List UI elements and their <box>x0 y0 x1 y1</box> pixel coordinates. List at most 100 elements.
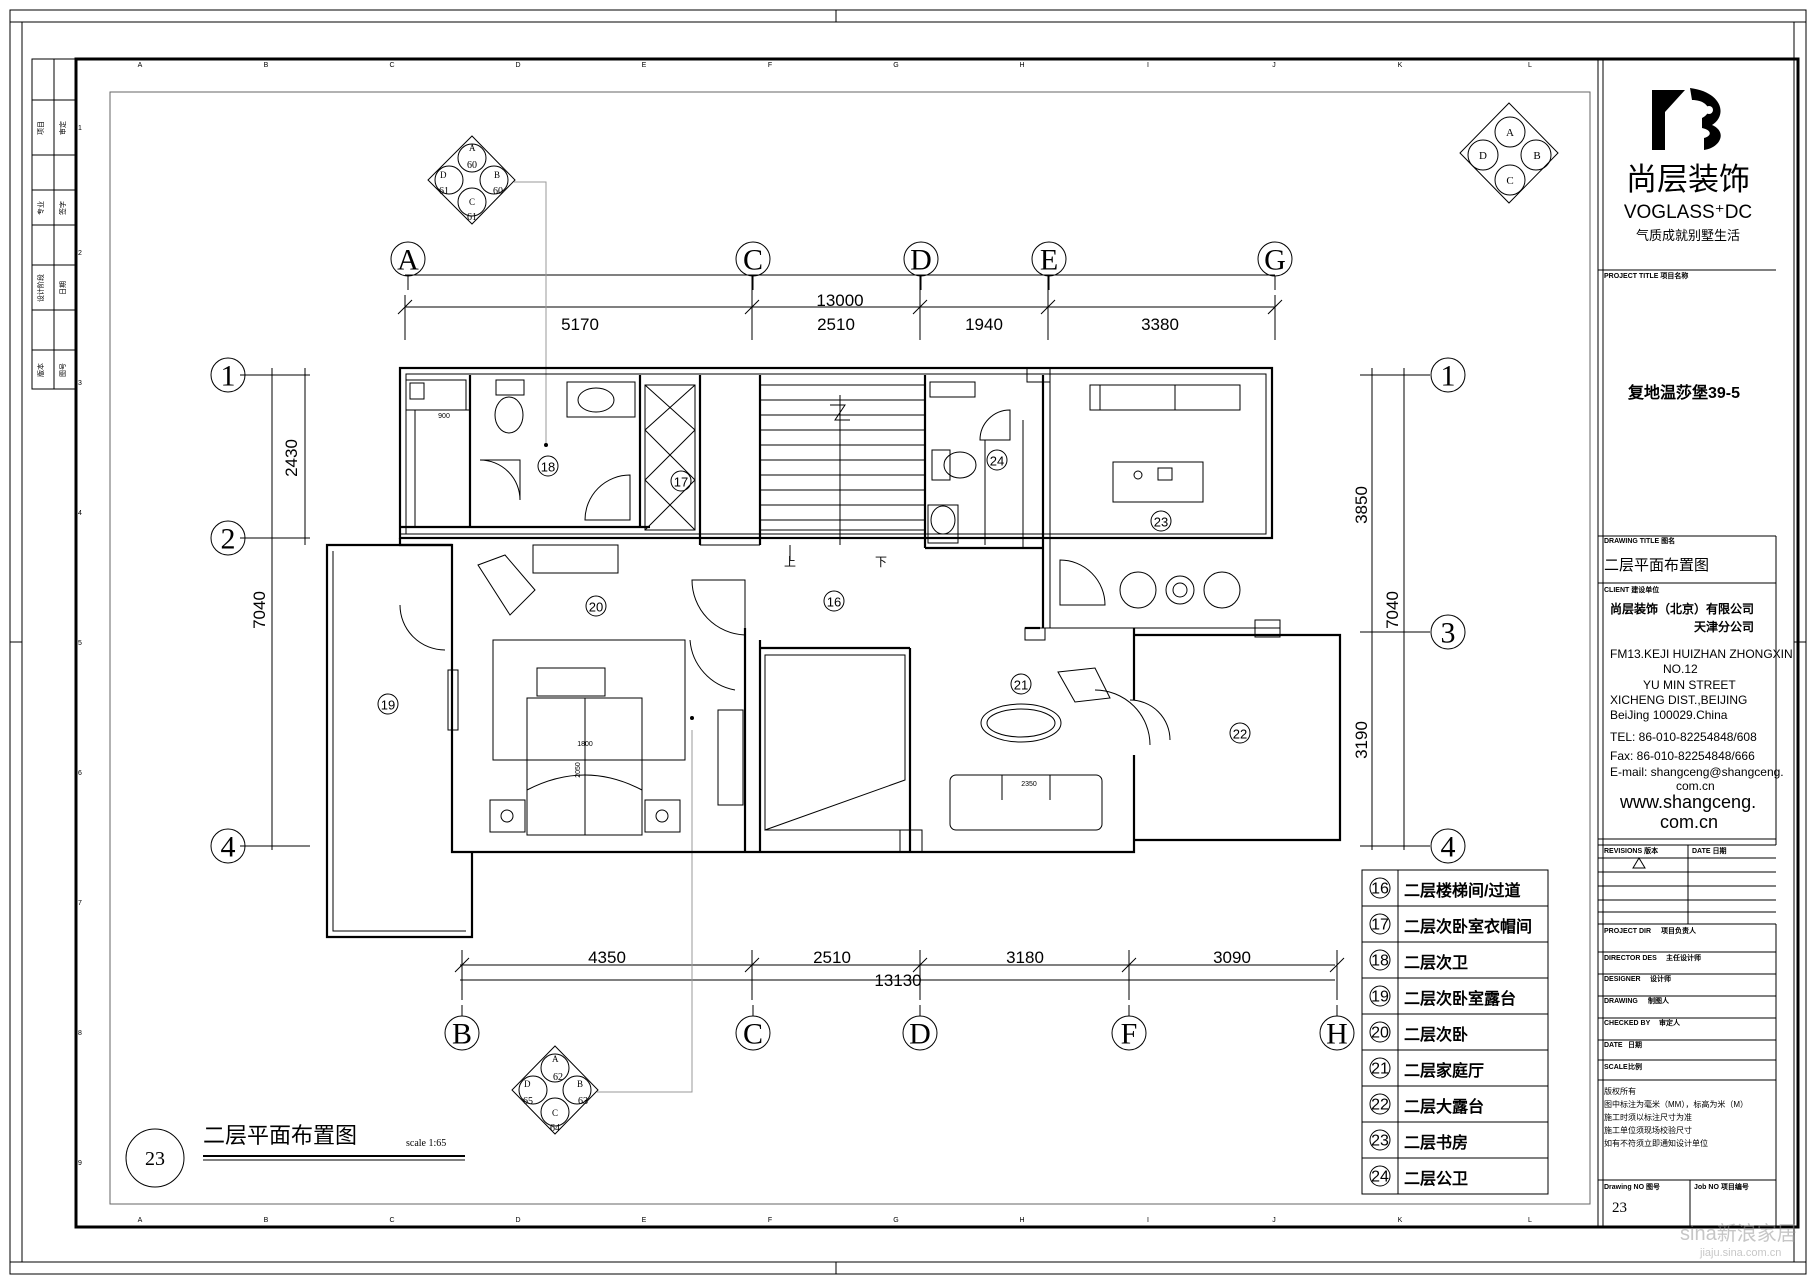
index-letter: C <box>469 197 475 207</box>
bed-width-label: 1800 <box>577 741 593 748</box>
tb-row-label: DRAWING <box>1604 998 1638 1005</box>
border-col-label: J <box>1272 1217 1276 1224</box>
room-numbers: 17 18 16 19 20 21 22 23 24 <box>377 449 1251 744</box>
border-row-label: 9 <box>78 1160 82 1167</box>
client-label: CLIENT 建设单位 <box>1604 585 1659 594</box>
border-col-label: C <box>389 62 394 69</box>
axis-bubble: B <box>452 1018 472 1051</box>
index-ref: B <box>1533 150 1540 162</box>
drawing-title-tb: 二层平面布置图 <box>1604 557 1709 574</box>
border-col-label: A <box>138 1217 143 1224</box>
border-row-label: 1 <box>78 125 82 132</box>
index-ref: D <box>1479 150 1487 162</box>
address-line: XICHENG DIST.,BEIJING <box>1610 693 1747 707</box>
study-furniture <box>1059 384 1241 609</box>
family-room-furniture: 2350 <box>949 667 1171 831</box>
sheet-frame <box>9 9 1807 1275</box>
stair-down-label: 下 <box>875 555 887 569</box>
border-col-label: I <box>1147 1217 1149 1224</box>
drawing-title-label: DRAWING TITLE 图名 <box>1604 536 1675 545</box>
drawing-number-bubble: 23 <box>145 1148 165 1170</box>
company-branch: 天津分公司 <box>1694 619 1754 634</box>
legend-label: 二层次卧室衣帽间 <box>1404 917 1532 936</box>
left-grid-axes: 7040 2430 1 2 4 <box>210 357 310 864</box>
border-col-label: G <box>893 1217 898 1224</box>
revision-triangle-icon <box>1632 857 1646 869</box>
border-col-label: H <box>1019 62 1024 69</box>
border-row-label: 5 <box>78 640 82 647</box>
tb-row-value: 制图人 <box>1648 996 1670 1005</box>
side-strip-item: 签字 <box>58 201 67 215</box>
border-col-label: E <box>642 1217 647 1224</box>
border-col-label: E <box>642 62 647 69</box>
room-number: 22 <box>1233 727 1247 742</box>
dim-right-upper: 3850 <box>1352 486 1371 524</box>
drawing-scale: scale 1:65 <box>406 1138 446 1149</box>
legend-label: 二层公卫 <box>1404 1170 1468 1188</box>
border-col-label: K <box>1398 1217 1403 1224</box>
border-col-label: F <box>768 62 772 69</box>
index-symbol-bottom: A 62 B 63 C 64 D 65 <box>511 716 694 1135</box>
dim-top-segment: 5170 <box>561 315 599 334</box>
legend-number: 22 <box>1371 1097 1389 1114</box>
right-grid-axes: 3850 3190 7040 1 3 4 <box>1352 357 1466 864</box>
axis-bubble: D <box>910 244 932 277</box>
axis-bubble: H <box>1326 1018 1348 1051</box>
index-ref: 63 <box>578 1096 588 1107</box>
legend-number: 23 <box>1371 1133 1389 1150</box>
side-strip-item: 设计阶段 <box>36 274 45 302</box>
axis-bubble: 4 <box>221 831 236 864</box>
drawing-title-block: 23 二层平面布置图 scale 1:65 <box>125 1123 465 1188</box>
border-row-label: 2 <box>78 250 82 257</box>
drawing-no-value: 23 <box>1612 1200 1627 1216</box>
border-col-label: L <box>1528 1217 1532 1224</box>
index-ref: 60 <box>467 160 477 171</box>
tb-row-label: DATE <box>1604 1042 1623 1049</box>
legend-number: 19 <box>1371 989 1389 1006</box>
border-col-label: J <box>1272 62 1276 69</box>
tb-row-label: CHECKED BY <box>1604 1020 1651 1027</box>
room-number: 23 <box>1154 515 1168 530</box>
dim-top-total: 13000 <box>816 291 863 310</box>
company-fax: Fax: 86-010-82254848/666 <box>1610 749 1755 763</box>
axis-bubble: E <box>1040 244 1058 277</box>
dim-bottom-segment: 4350 <box>588 948 626 967</box>
axis-bubble: F <box>1121 1018 1138 1051</box>
border-row-label: 6 <box>78 770 82 777</box>
axis-bubble: A <box>397 244 419 277</box>
bathroom-fixtures: 900 <box>405 379 636 528</box>
tb-row-value: 比例 <box>1628 1062 1642 1071</box>
brand-logo-icon <box>1652 88 1721 150</box>
legend-label: 二层家庭厅 <box>1404 1061 1484 1080</box>
staircase: 上 下 <box>689 384 926 691</box>
legend-number: 21 <box>1371 1061 1389 1078</box>
border-col-label: F <box>768 1217 772 1224</box>
top-grid-axes: 13000 5170 2510 1940 3380 A C D E G <box>390 241 1293 340</box>
tb-note: 版权所有 <box>1604 1086 1636 1096</box>
border-row-label: 3 <box>78 380 82 387</box>
dim-bottom-segment: 3090 <box>1213 948 1251 967</box>
axis-bubble: D <box>909 1018 931 1051</box>
public-bathroom-fixtures <box>927 381 1024 548</box>
legend-label: 二层次卧室露台 <box>1404 989 1516 1008</box>
dim-bottom-segment: 2510 <box>813 948 851 967</box>
watermark-url: jiaju.sina.com.cn <box>1699 1247 1781 1259</box>
axis-bubble: 1 <box>1441 360 1456 393</box>
plan-walls <box>325 366 1342 939</box>
room-number: 24 <box>990 454 1004 469</box>
index-letter: B <box>577 1079 583 1089</box>
border-row-label: 8 <box>78 1030 82 1037</box>
axis-bubble: G <box>1264 244 1286 277</box>
legend-number: 17 <box>1371 917 1389 934</box>
side-strip-item: 日期 <box>59 281 67 295</box>
index-ref: 60 <box>493 186 503 197</box>
room-legend: 16 二层楼梯间/过道 17 二层次卧室衣帽间 18 二层次卫 19 二层次卧室… <box>1361 869 1549 1195</box>
company-name: 尚层装饰（北京）有限公司 <box>1610 601 1754 616</box>
border-col-label: C <box>389 1217 394 1224</box>
room-number: 21 <box>1014 678 1028 693</box>
legend-label: 二层书房 <box>1404 1133 1468 1152</box>
dim-top-segment: 1940 <box>965 315 1003 334</box>
legend-label: 二层次卧 <box>1404 1025 1468 1044</box>
axis-bubble: 4 <box>1441 831 1456 864</box>
border-col-label: D <box>515 1217 520 1224</box>
